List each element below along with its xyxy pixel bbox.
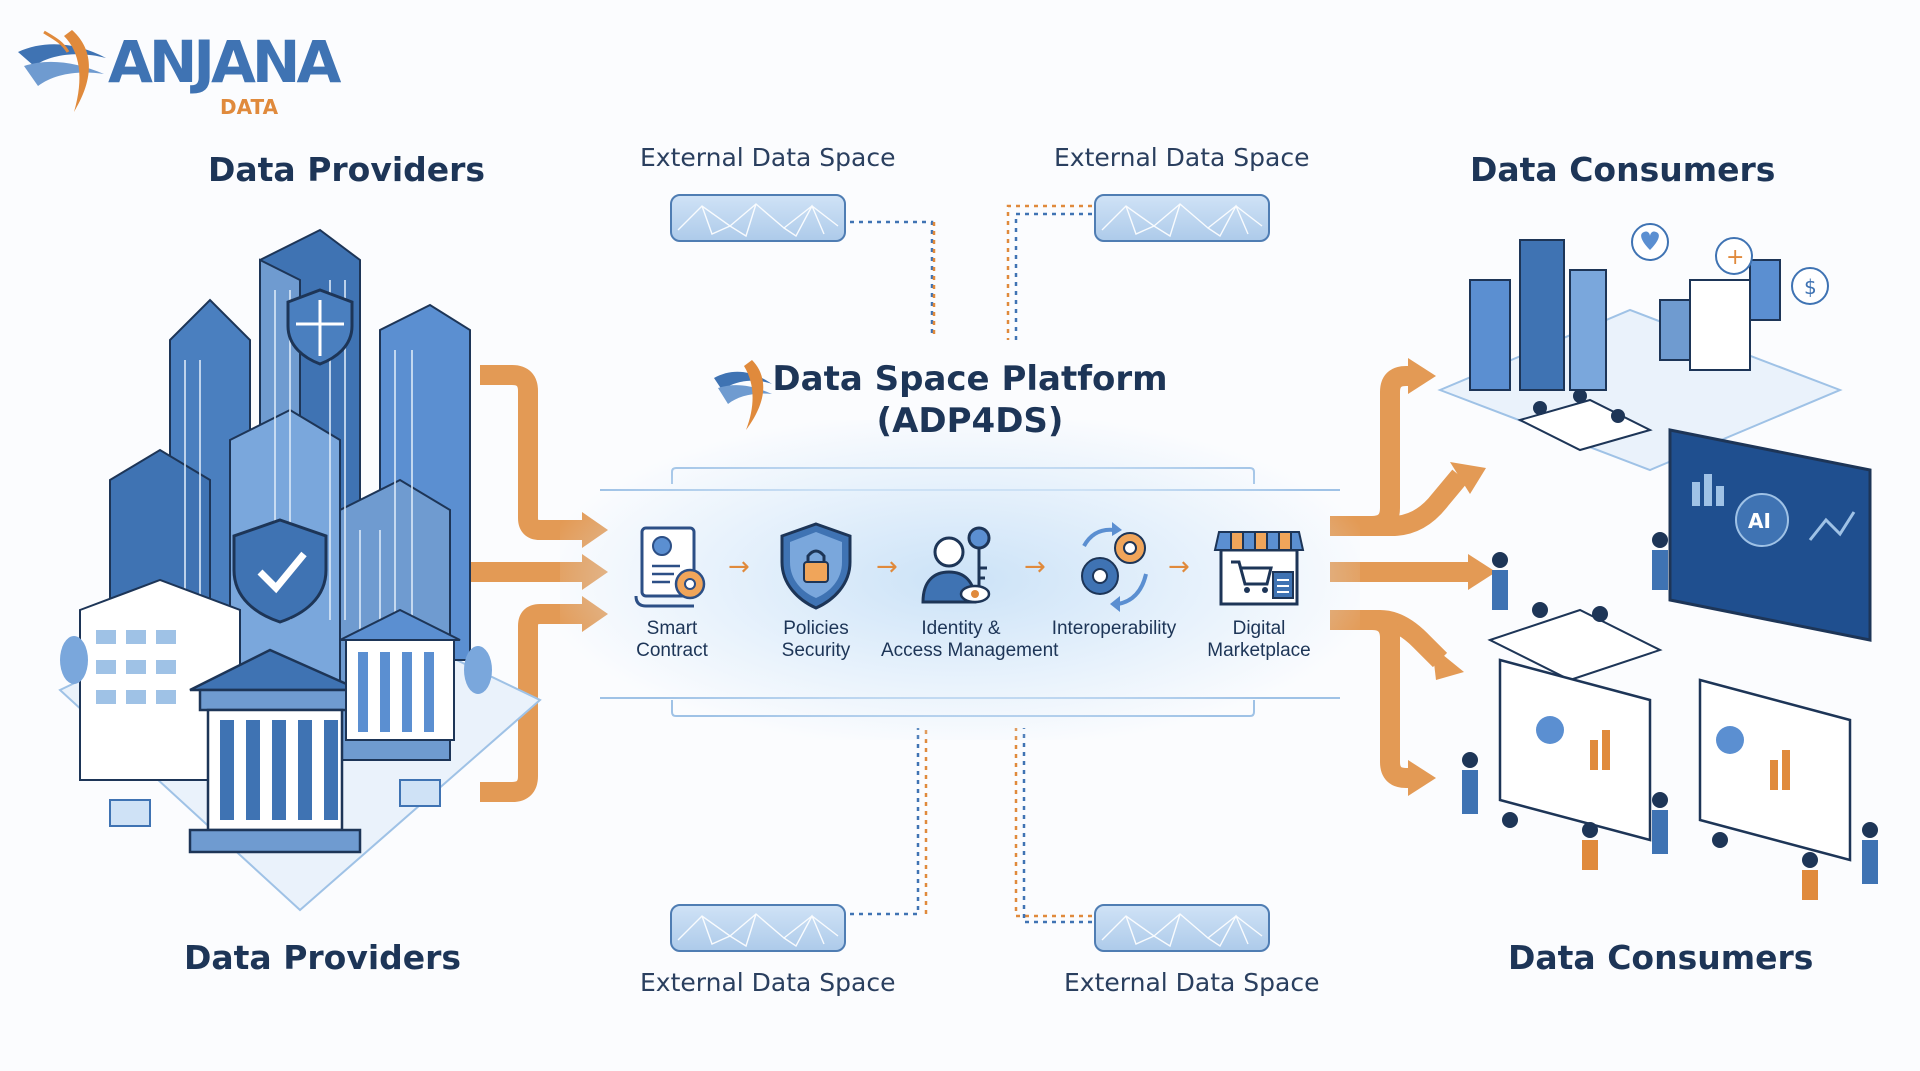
step-arrow-icon: → (1168, 552, 1190, 582)
component-policies-security: Policies Security (736, 518, 896, 662)
step-arrow-icon: → (728, 552, 750, 582)
screen-ai-badge: AI (1748, 509, 1771, 533)
smart-contract-icon (634, 526, 706, 608)
external-space-label-top-right: External Data Space (1054, 143, 1310, 172)
network-mesh-icon (677, 913, 839, 948)
external-space-bar-top-right (1094, 194, 1270, 242)
component-label: Digital Marketplace (1179, 618, 1339, 662)
providers-title-top: Data Providers (208, 150, 486, 189)
step-arrow-icon: → (876, 552, 898, 582)
providers-title-bottom: Data Providers (184, 938, 462, 977)
gears-icon (1081, 522, 1148, 612)
component-label-line1: Interoperability (1051, 618, 1177, 639)
logo-subtext: DATA (220, 95, 279, 119)
component-label-line2: Access Management (881, 640, 1059, 661)
component-label-line1: Smart (646, 618, 698, 639)
component-smart-contract: Smart Contract (592, 518, 752, 662)
consumers-title-top: Data Consumers (1470, 150, 1776, 189)
consumers-title-bottom: Data Consumers (1508, 938, 1814, 977)
component-digital-marketplace: Digital Marketplace (1179, 518, 1339, 662)
platform-title: Data Space Platform (ADP4DS) (700, 358, 1240, 442)
logo-wordmark: ANJANA (108, 28, 341, 96)
external-space-bar-top-left (670, 194, 846, 242)
consumers-illustration: $ + AI (1437, 223, 1878, 900)
providers-city-illustration (58, 228, 542, 912)
dollar-icon: $ (1804, 275, 1817, 299)
network-mesh-icon (1101, 203, 1263, 238)
component-label: Policies Security (736, 618, 896, 662)
platform-wing-icon (714, 360, 772, 430)
external-space-bar-bottom-right (1094, 904, 1270, 952)
external-space-label-bottom-right: External Data Space (1064, 968, 1320, 997)
medical-cross-icon: + (1726, 245, 1744, 270)
component-label-line2: Contract (636, 640, 708, 661)
component-label-line1: Digital (1232, 618, 1286, 639)
identity-access-icon (921, 526, 991, 604)
marketplace-icon (1213, 531, 1305, 606)
component-label: Identity & Access Management (881, 618, 1059, 662)
component-label: Interoperability (1034, 618, 1194, 640)
external-space-bar-bottom-left (670, 904, 846, 952)
step-arrow-icon: → (1024, 552, 1046, 582)
component-label: Smart Contract (592, 618, 752, 662)
component-label-line1: Policies (783, 618, 849, 639)
component-label-line1: Identity & (921, 618, 1001, 639)
network-mesh-icon (1101, 913, 1263, 948)
external-space-label-top-left: External Data Space (640, 143, 896, 172)
component-interoperability: Interoperability (1034, 518, 1194, 640)
network-mesh-icon (677, 203, 839, 238)
external-space-label-bottom-left: External Data Space (640, 968, 896, 997)
wing-logo-icon (18, 30, 106, 112)
security-shield-icon (780, 522, 852, 610)
shield-icon (286, 288, 354, 366)
component-identity-access: Identity & Access Management (881, 518, 1059, 662)
logo: ANJANA DATA (14, 12, 344, 120)
heart-icon (1641, 231, 1659, 250)
component-label-line2: Security (781, 640, 851, 661)
component-label-line2: Marketplace (1207, 640, 1311, 661)
platform-title-line2: (ADP4DS) (876, 401, 1064, 441)
platform-title-line1: Data Space Platform (772, 359, 1168, 399)
